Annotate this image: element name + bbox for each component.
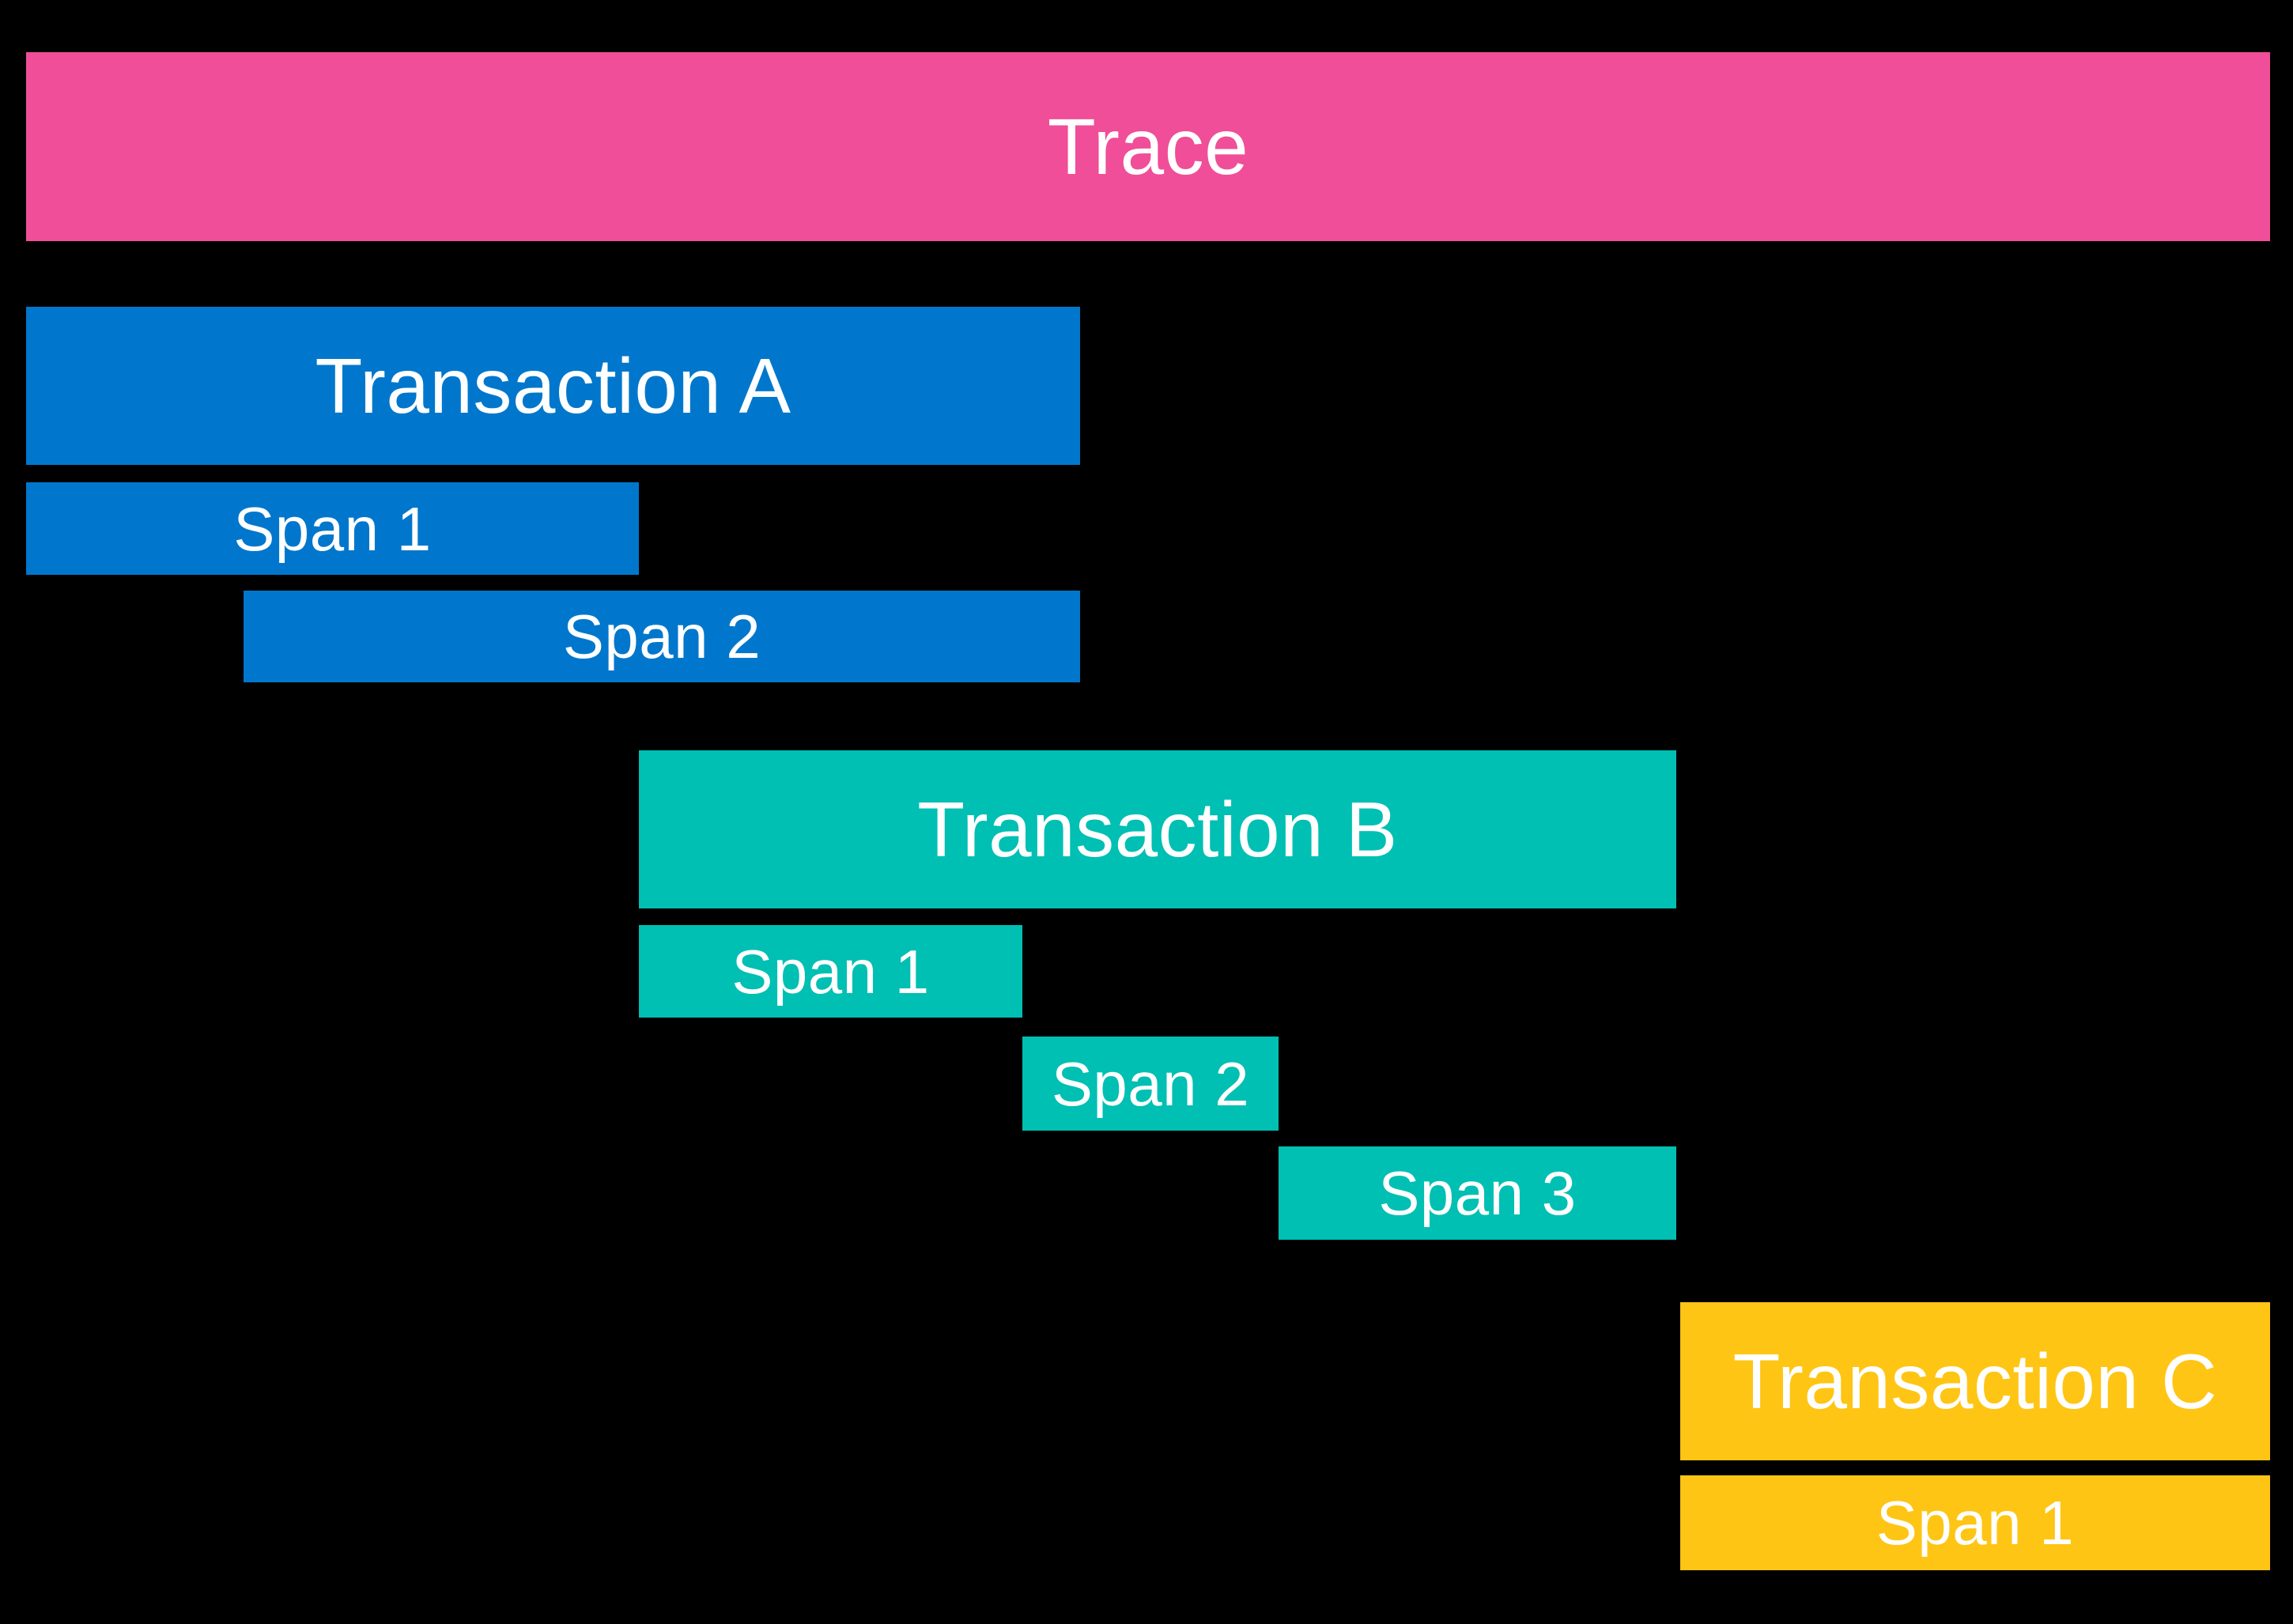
transaction-a-span-1-label: Span 1 [233, 493, 432, 564]
transaction-a-label: Transaction A [315, 342, 791, 429]
transaction-b-span-1-label: Span 1 [731, 936, 930, 1007]
trace-bar: Trace [26, 52, 2270, 241]
transaction-c-label: Transaction C [1732, 1338, 2218, 1425]
transaction-a-span-2-label: Span 2 [562, 602, 761, 671]
transaction-b-span-3-label: Span 3 [1378, 1158, 1577, 1228]
transaction-c-span-1-bar: Span 1 [1680, 1475, 2270, 1570]
transaction-a-span-1-bar: Span 1 [26, 482, 639, 575]
transaction-a-span-2-bar: Span 2 [244, 591, 1080, 682]
transaction-c-bar: Transaction C [1680, 1302, 2270, 1460]
transaction-b-span-3-bar: Span 3 [1279, 1146, 1676, 1240]
transaction-a-bar: Transaction A [26, 307, 1080, 465]
transaction-b-span-2-bar: Span 2 [1022, 1037, 1279, 1131]
transaction-b-label: Transaction B [917, 786, 1398, 873]
transaction-b-span-2-label: Span 2 [1051, 1048, 1250, 1119]
transaction-c-span-1-label: Span 1 [1876, 1488, 2075, 1558]
transaction-b-bar: Transaction B [639, 750, 1676, 908]
transaction-b-span-1-bar: Span 1 [639, 925, 1022, 1018]
trace-label: Trace [1047, 102, 1249, 191]
